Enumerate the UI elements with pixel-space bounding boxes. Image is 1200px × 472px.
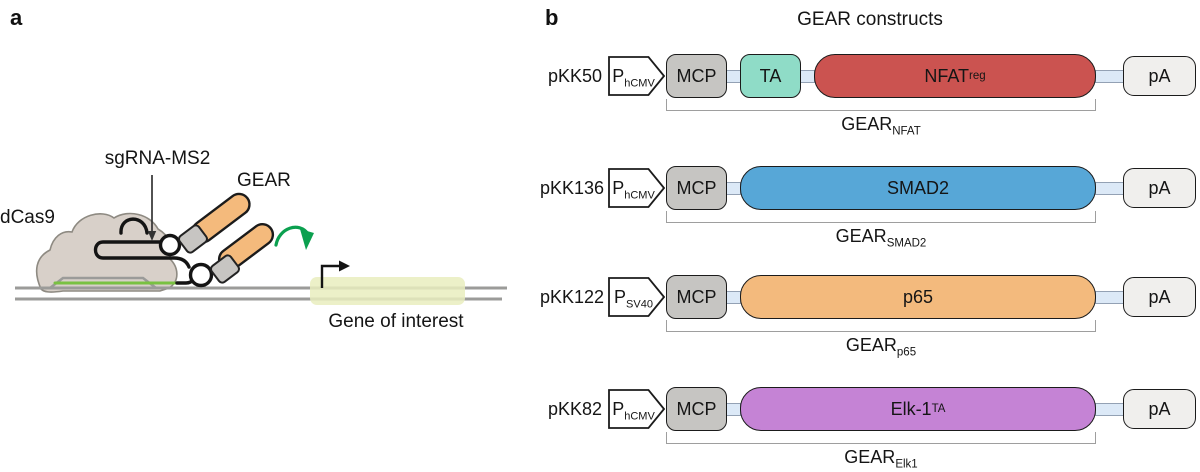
- plasmid-label: pKK122: [540, 286, 605, 307]
- promoter-arrow: PSV40: [608, 277, 665, 317]
- plasmid-label: pKK136: [540, 177, 605, 198]
- promoter-label: PhCMV: [612, 178, 655, 202]
- tss-arrow-head: [339, 260, 350, 272]
- effector-block: p65: [740, 275, 1096, 319]
- sgrna-ms2-label: sgRNA-MS2: [104, 148, 211, 169]
- linker: [1095, 181, 1124, 195]
- dcas9-label: dCas9: [0, 207, 55, 228]
- panel-letter-a: a: [10, 5, 23, 30]
- promoter-pentagon: [608, 389, 665, 429]
- linker: [1095, 290, 1124, 304]
- gear-bracket: [666, 320, 1096, 332]
- promoter-label: PhCMV: [612, 399, 655, 423]
- linker: [1095, 69, 1124, 83]
- gear-bracket-label: GEARNFAT: [841, 114, 921, 138]
- plasmid-label: pKK82: [547, 398, 602, 419]
- sgrna-label-arrow-head: [147, 231, 157, 241]
- panel-a-diagram: dCas9 sgRNA-MS2 GEAR Gene of interest: [0, 0, 540, 472]
- effector-block: TA: [740, 54, 801, 98]
- promoter-arrow: PhCMV: [608, 56, 665, 96]
- pa-block: pA: [1123, 277, 1196, 317]
- dcas9-diagram-canvas: [15, 175, 507, 305]
- gear-label: GEAR: [237, 170, 291, 191]
- pa-block: pA: [1123, 56, 1196, 96]
- promoter-label: PSV40: [614, 287, 653, 311]
- mcp-block: MCP: [666, 275, 727, 319]
- gear-bracket-label: GEARSMAD2: [835, 226, 927, 250]
- gear-bracket-label: GEARElk1: [844, 447, 918, 471]
- linker: [726, 290, 741, 304]
- gear-bracket: [666, 211, 1096, 223]
- gene-of-interest-box: [310, 277, 465, 305]
- plasmid-label: pKK50: [547, 65, 602, 86]
- effector-block: SMAD2: [740, 166, 1096, 210]
- linker: [726, 181, 741, 195]
- mcp-cap-2: [210, 254, 240, 284]
- pa-block: pA: [1123, 389, 1196, 429]
- mcp-block: MCP: [666, 54, 727, 98]
- ms2-loop-1: [158, 233, 182, 257]
- activation-arrow-head: [300, 229, 314, 250]
- panel-letter-b: b: [545, 5, 559, 30]
- promoter-pentagon: [608, 277, 665, 317]
- gear-bracket: [666, 99, 1096, 111]
- linker: [726, 402, 741, 416]
- sgrna-scaffold-curl: [119, 217, 149, 235]
- sgrna-scaffold-fold: [93, 240, 191, 269]
- dcas9-body: [35, 212, 178, 293]
- construct-row-pKK136: pKK136 PhCMV MCP SMAD2 pA GEARSMAD2: [540, 166, 1196, 249]
- panel-b-title: GEAR constructs: [797, 9, 943, 30]
- linker: [800, 69, 815, 83]
- promoter-pentagon: [608, 168, 665, 208]
- gene-of-interest-label: Gene of interest: [328, 311, 464, 332]
- gear-bracket-label: GEARp65: [845, 335, 917, 359]
- gear-bracket: [666, 432, 1096, 444]
- ms2-loop-2: [188, 262, 214, 288]
- promoter-label: PhCMV: [612, 66, 655, 90]
- promoter-arrow: PhCMV: [608, 389, 665, 429]
- promoter-arrow: PhCMV: [608, 168, 665, 208]
- promoter-pentagon: [608, 56, 665, 96]
- tss-arrow: [320, 264, 340, 288]
- mcp-block: MCP: [666, 166, 727, 210]
- construct-row-pKK122: pKK122 PSV40 MCP p65 pA GEARp65: [540, 275, 1196, 358]
- linker: [726, 69, 741, 83]
- linker: [1095, 402, 1124, 416]
- pa-block: pA: [1123, 168, 1196, 208]
- mcp-cap-1: [178, 224, 208, 254]
- mcp-block: MCP: [666, 387, 727, 431]
